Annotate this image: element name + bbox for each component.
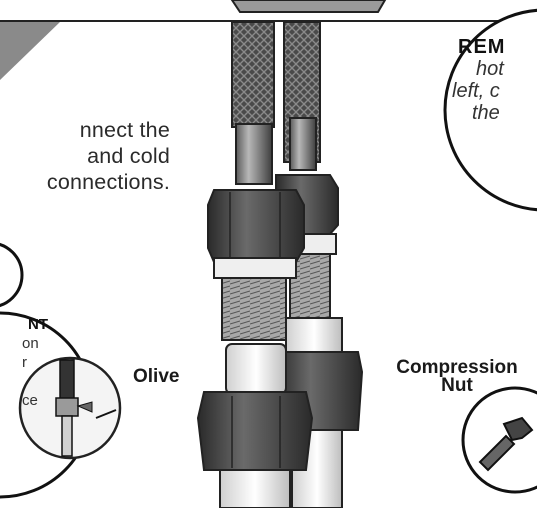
reminder-line: left, c <box>452 80 500 102</box>
small-callout-circle <box>0 243 24 307</box>
important-line: ce <box>22 392 38 409</box>
important-title: NT <box>28 316 48 333</box>
important-line <box>0 372 60 391</box>
spanner-icon <box>461 386 537 494</box>
reminder-line: the <box>472 102 500 124</box>
reminder-callout-text: REM hot left, c the <box>452 36 537 124</box>
compression-nut-label-line: Compression <box>396 357 518 378</box>
instruction-line: nnect the <box>79 118 170 142</box>
instruction-line: connections. <box>46 170 170 194</box>
reminder-line: hot <box>476 58 504 80</box>
important-callout-text: NT on r ce <box>0 315 60 410</box>
corner-banner <box>0 22 60 80</box>
important-line: r <box>22 354 27 371</box>
important-line: on <box>22 335 39 352</box>
olive-label: Olive <box>133 366 180 387</box>
instruction-line: and cold <box>87 144 170 168</box>
compression-nut <box>196 391 314 471</box>
compression-nut-label-line: Nut <box>441 375 473 396</box>
left-hose-assembly <box>196 21 314 509</box>
instruction-text: nnect the and cold connections. <box>0 117 170 195</box>
reminder-title: REM <box>458 36 506 58</box>
compression-nut-label: Compression Nut <box>379 357 535 396</box>
reminder-callout-circle <box>443 8 537 212</box>
tap-base <box>230 0 387 13</box>
tap-connection-icon <box>18 356 122 460</box>
olive-ring <box>225 343 287 395</box>
